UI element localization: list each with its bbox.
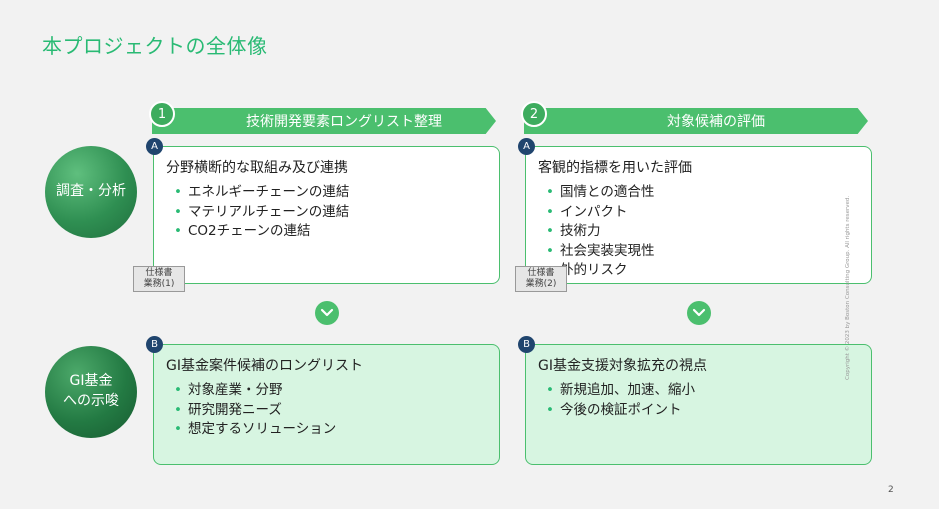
badge-b: B bbox=[146, 336, 163, 353]
spec-tag-line1: 仕様書 bbox=[527, 268, 555, 278]
spec-tag: 仕様書 業務(2) bbox=[515, 266, 567, 292]
spec-tag-line1: 仕様書 bbox=[145, 268, 173, 278]
step-banner-2: 対象候補の評価 bbox=[524, 108, 868, 134]
bullet-list: 新規追加、加速、縮小 今後の検証ポイント bbox=[538, 381, 859, 420]
step-number-1: 1 bbox=[149, 101, 175, 127]
list-item: 対象産業・分野 bbox=[174, 381, 487, 401]
spec-tag: 仕様書 業務(1) bbox=[133, 266, 185, 292]
box-1b: GI基金案件候補のロングリスト 対象産業・分野 研究開発ニーズ 想定するソリュー… bbox=[153, 344, 500, 465]
list-item: 外的リスク bbox=[546, 261, 859, 281]
badge-a: A bbox=[518, 138, 535, 155]
bullet-list: 国情との適合性 インパクト 技術力 社会実装実現性 外的リスク bbox=[538, 183, 859, 281]
list-item: 研究開発ニーズ bbox=[174, 401, 487, 421]
box-2b: GI基金支援対象拡充の視点 新規追加、加速、縮小 今後の検証ポイント bbox=[525, 344, 872, 465]
step-banner-label: 対象候補の評価 bbox=[667, 114, 765, 130]
row-label-text: GI基金 bbox=[69, 373, 113, 390]
row-label-research: 調査・分析 bbox=[45, 146, 137, 238]
list-item: インパクト bbox=[546, 203, 859, 223]
list-item: 新規追加、加速、縮小 bbox=[546, 381, 859, 401]
copyright-notice: Copyright © 2023 by Boston Consulting Gr… bbox=[845, 195, 851, 380]
list-item: 社会実装実現性 bbox=[546, 242, 859, 262]
chevron-down-icon bbox=[315, 301, 339, 325]
list-item: マテリアルチェーンの連結 bbox=[174, 203, 487, 223]
step-banner-1: 技術開発要素ロングリスト整理 bbox=[152, 108, 496, 134]
bullet-list: 対象産業・分野 研究開発ニーズ 想定するソリューション bbox=[166, 381, 487, 440]
list-item: CO2チェーンの連結 bbox=[174, 222, 487, 242]
row-label-text-2: への示唆 bbox=[63, 393, 119, 409]
box-heading: 客観的指標を用いた評価 bbox=[538, 160, 692, 176]
box-heading: GI基金案件候補のロングリスト bbox=[166, 358, 363, 374]
page-title: 本プロジェクトの全体像 bbox=[42, 34, 268, 58]
list-item: 今後の検証ポイント bbox=[546, 401, 859, 421]
spec-tag-line2: 業務(1) bbox=[143, 279, 175, 289]
box-heading: GI基金支援対象拡充の視点 bbox=[538, 358, 707, 374]
list-item: 技術力 bbox=[546, 222, 859, 242]
chevron-down-icon bbox=[687, 301, 711, 325]
list-item: 想定するソリューション bbox=[174, 420, 487, 440]
box-heading: 分野横断的な取組み及び連携 bbox=[166, 160, 348, 176]
badge-b: B bbox=[518, 336, 535, 353]
bullet-list: エネルギーチェーンの連結 マテリアルチェーンの連結 CO2チェーンの連結 bbox=[166, 183, 487, 242]
page-number: 2 bbox=[888, 485, 894, 495]
row-label-text: 調査・分析 bbox=[56, 183, 126, 200]
list-item: エネルギーチェーンの連結 bbox=[174, 183, 487, 203]
step-banner-label: 技術開発要素ロングリスト整理 bbox=[246, 114, 442, 130]
list-item: 国情との適合性 bbox=[546, 183, 859, 203]
box-2a: 客観的指標を用いた評価 国情との適合性 インパクト 技術力 社会実装実現性 外的… bbox=[525, 146, 872, 284]
step-number-2: 2 bbox=[521, 101, 547, 127]
badge-a: A bbox=[146, 138, 163, 155]
box-1a: 分野横断的な取組み及び連携 エネルギーチェーンの連結 マテリアルチェーンの連結 … bbox=[153, 146, 500, 284]
spec-tag-line2: 業務(2) bbox=[525, 279, 557, 289]
row-label-implications: GI基金 への示唆 bbox=[45, 346, 137, 438]
